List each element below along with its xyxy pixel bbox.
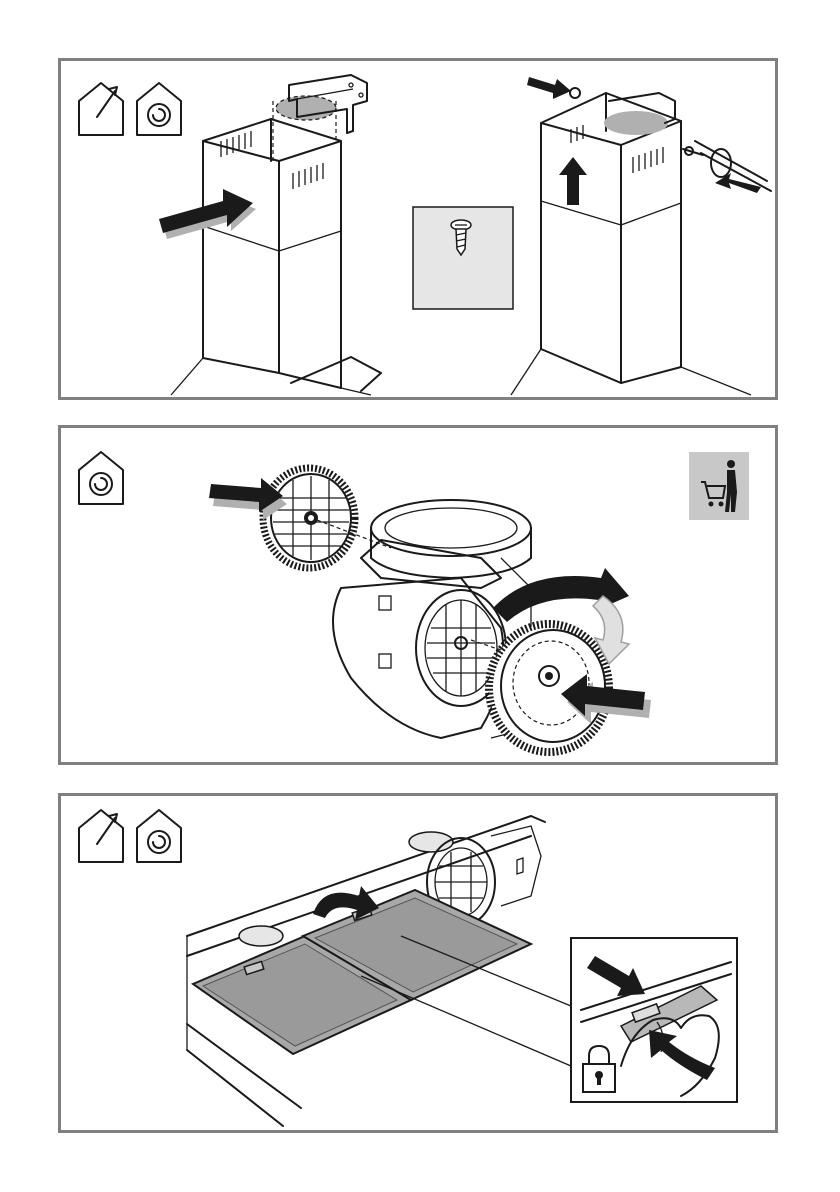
step-panel-charcoal-filter [58,425,778,765]
chimney-left [159,75,381,395]
recirculation-mode-house-icon [137,83,181,135]
recirculation-mode-house-icon [137,810,181,862]
charcoal-filter-right [489,568,651,752]
chimney-right [511,77,771,395]
charcoal-filter-left [209,468,391,568]
recirculation-mode-house-icon [79,452,123,504]
screw-icon [413,207,513,309]
grease-filter-illustration [61,796,775,1130]
shopping-cart-person-icon [689,452,749,520]
charcoal-filter-illustration [61,428,775,762]
step-panel-grease-filter [58,793,778,1133]
ducted-mode-house-icon [79,810,123,862]
step-panel-chimney [58,58,778,400]
ducted-mode-house-icon [79,83,123,135]
latch-detail-inset [571,938,737,1102]
chimney-illustration [61,61,775,397]
